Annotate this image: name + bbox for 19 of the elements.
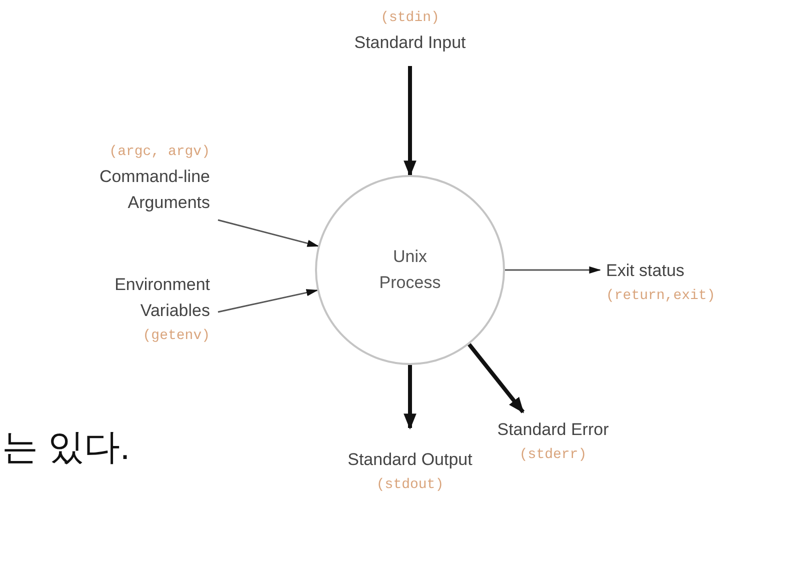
code-label: (stderr)	[519, 446, 587, 465]
code-label: (return,exit)	[606, 287, 716, 306]
stream-label: Exit status	[606, 260, 684, 282]
stream-label: Command-line Arguments	[98, 166, 210, 214]
arrow	[505, 266, 602, 274]
sentence-fragment: 는 있다.	[2, 425, 130, 469]
stream-label: Standard Input	[354, 32, 466, 54]
stream-label: Environment Variables	[114, 274, 210, 322]
stream-label: Standard Output	[348, 449, 472, 471]
code-label: (argc, argv)	[109, 143, 210, 162]
arrow	[404, 66, 416, 177]
arrow	[404, 365, 416, 430]
code-label: (getenv)	[142, 327, 210, 346]
arrow	[468, 343, 525, 414]
stream-label: Standard Error	[497, 419, 609, 441]
process-label: Unix Process	[378, 246, 442, 294]
code-label: (stdin)	[380, 9, 440, 28]
code-label: (stdout)	[376, 476, 444, 495]
arrow	[218, 219, 320, 247]
